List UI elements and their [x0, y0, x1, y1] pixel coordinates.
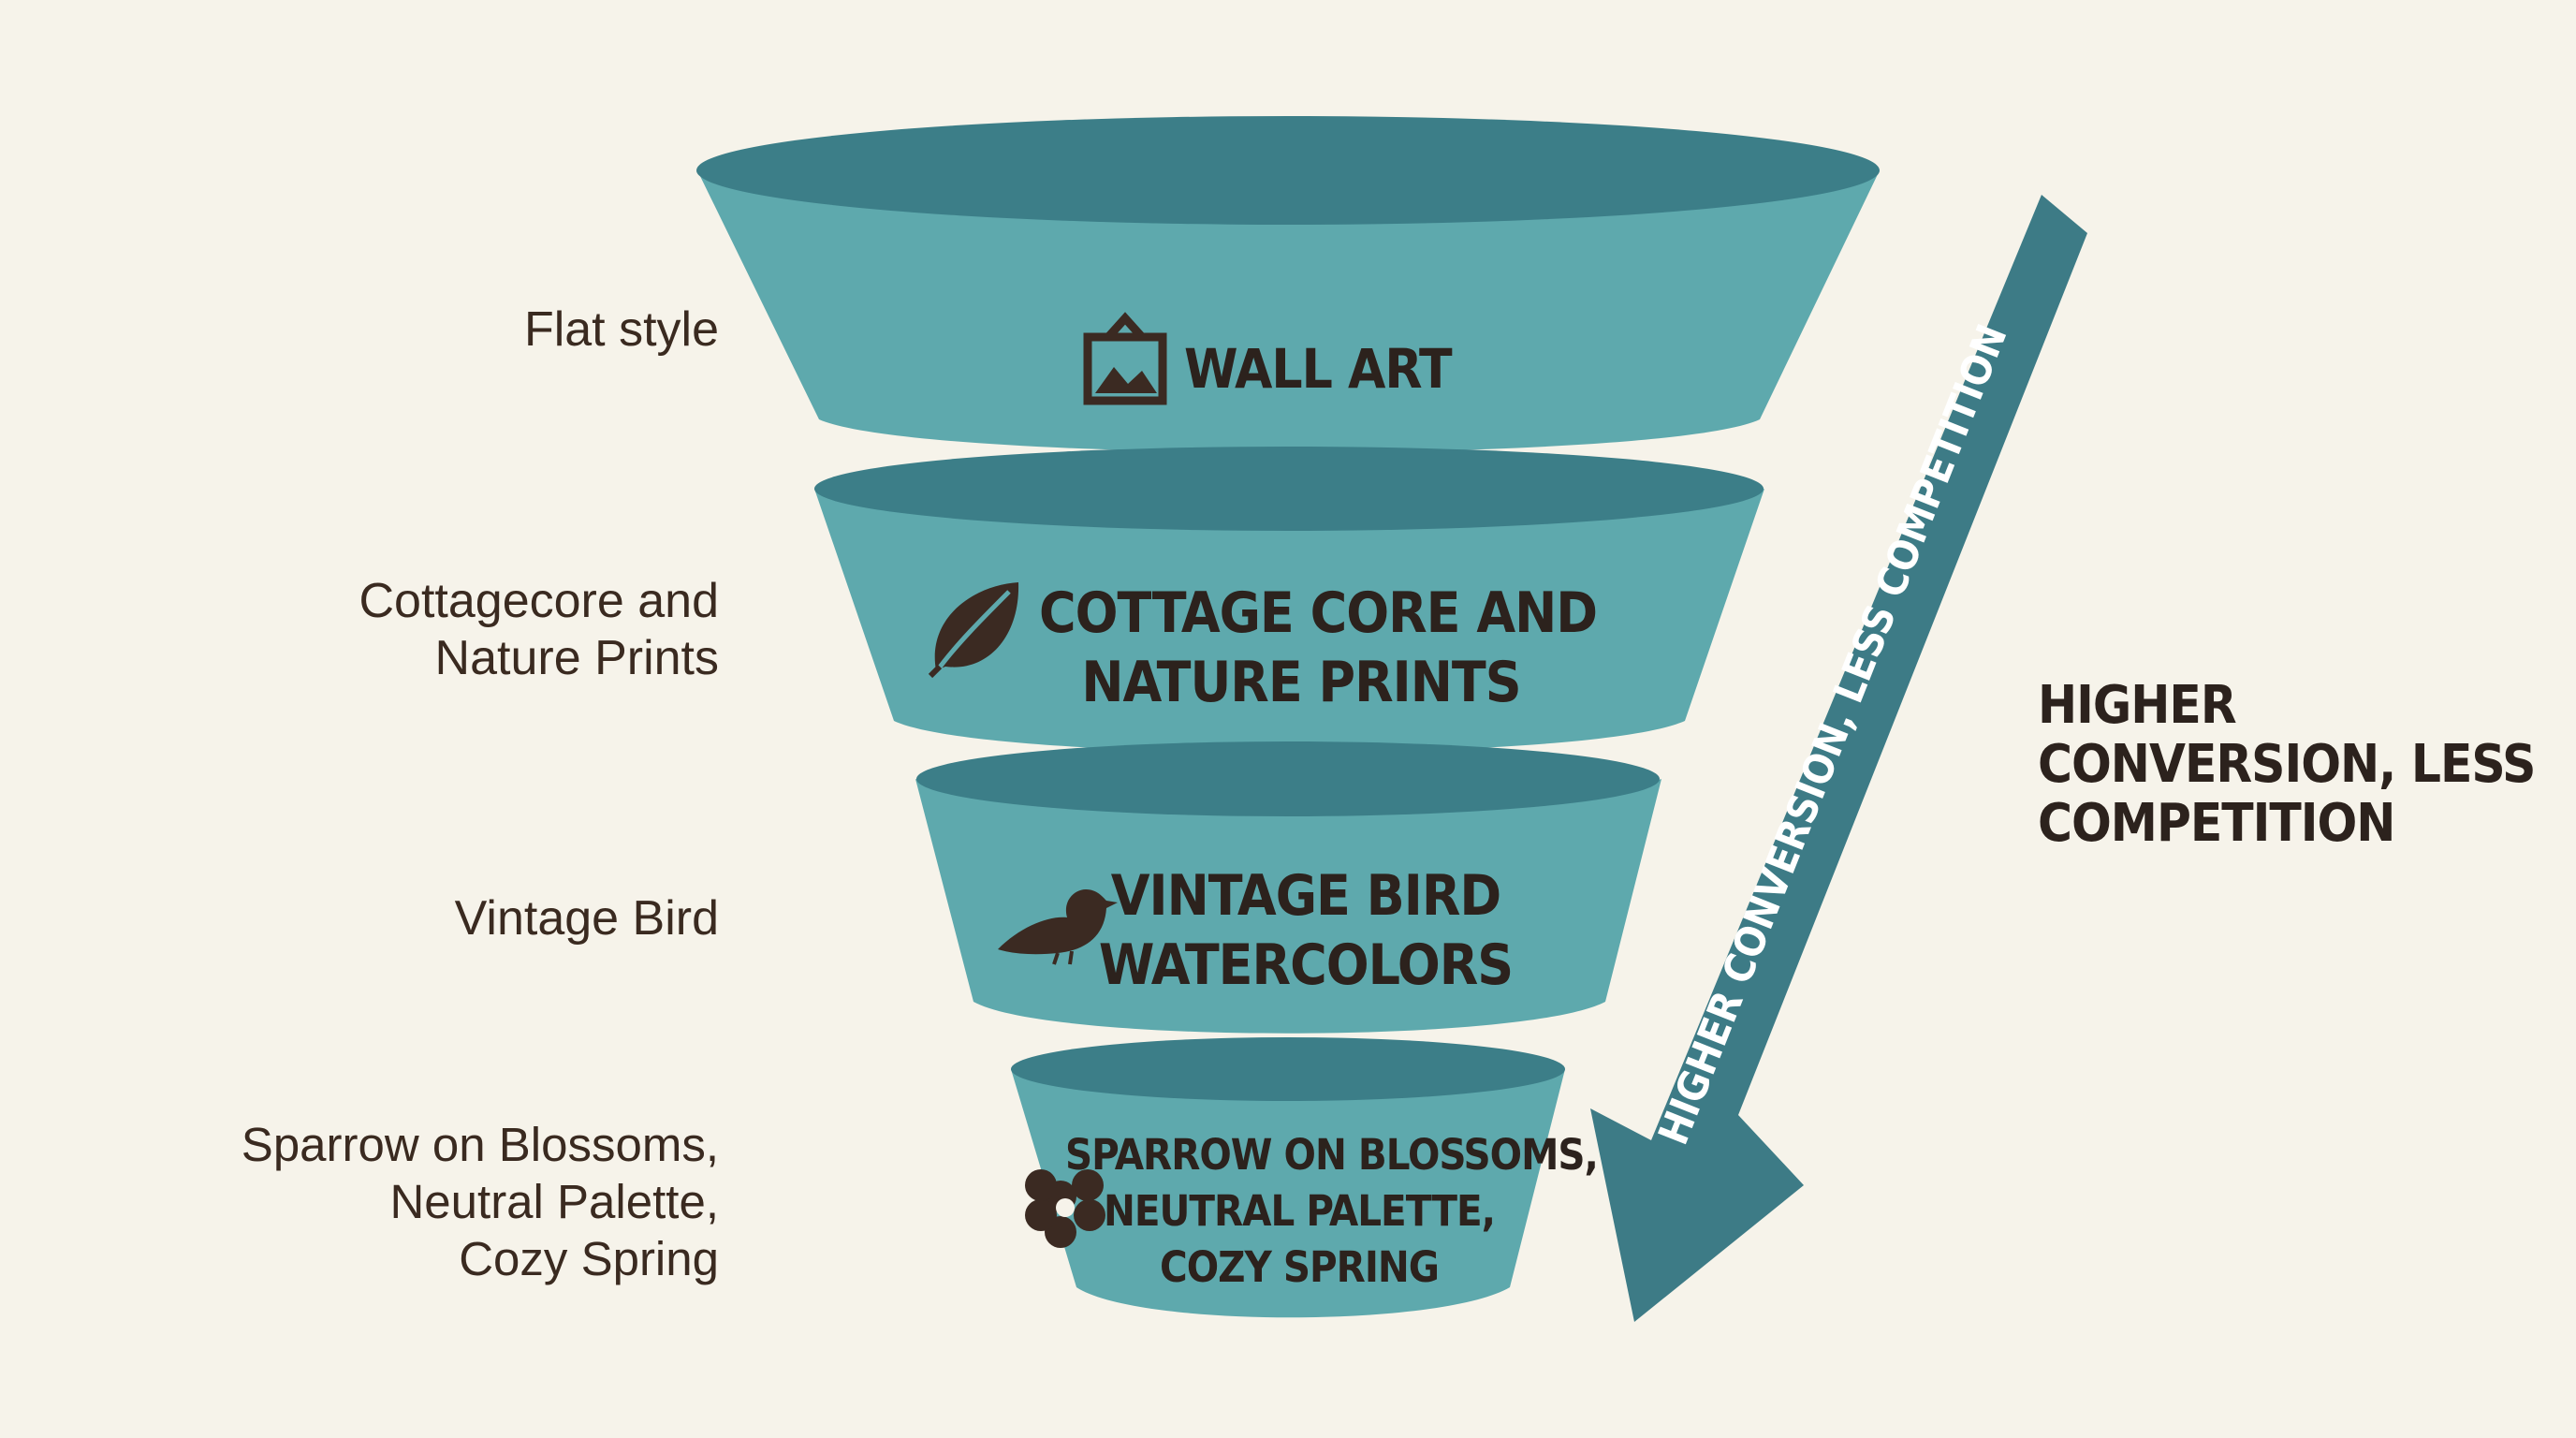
- tier-1-heading: WALL ART: [1184, 337, 1453, 401]
- funnel-tier-3: [915, 741, 1661, 1034]
- side-label-1: Flat style: [523, 302, 719, 357]
- side-label-2: Cottagecore and Nature Prints: [359, 574, 720, 685]
- conversion-legend: HIGHER CONVERSION, LESS COMPETITION: [2038, 675, 2536, 854]
- down-arrow-icon: [1590, 195, 2087, 1322]
- leaf-icon: [928, 582, 1019, 679]
- funnel-tier-2: [814, 447, 1764, 753]
- side-label-3: Vintage Bird: [454, 891, 719, 946]
- side-label-4: Sparrow on Blossoms, Neutral Palette, Co…: [241, 1118, 719, 1285]
- flower-icon: [1025, 1169, 1105, 1248]
- framed-picture-icon: [1083, 312, 1167, 405]
- funnel-tier-4: [1011, 1037, 1565, 1318]
- tier-4-heading: SPARROW ON BLOSSOMS, NEUTRAL PALETTE, CO…: [1065, 1130, 1599, 1292]
- tier-2-heading: COTTAGE CORE AND NATURE PRINTS: [1039, 580, 1598, 715]
- tier-3-heading: VINTAGE BIRD WATERCOLORS: [1098, 863, 1514, 998]
- bird-icon: [998, 889, 1118, 965]
- arrow-label: HIGHER CONVERSION, LESS COMPETITION: [1649, 318, 2016, 1152]
- funnel-tier-1: [696, 116, 1880, 453]
